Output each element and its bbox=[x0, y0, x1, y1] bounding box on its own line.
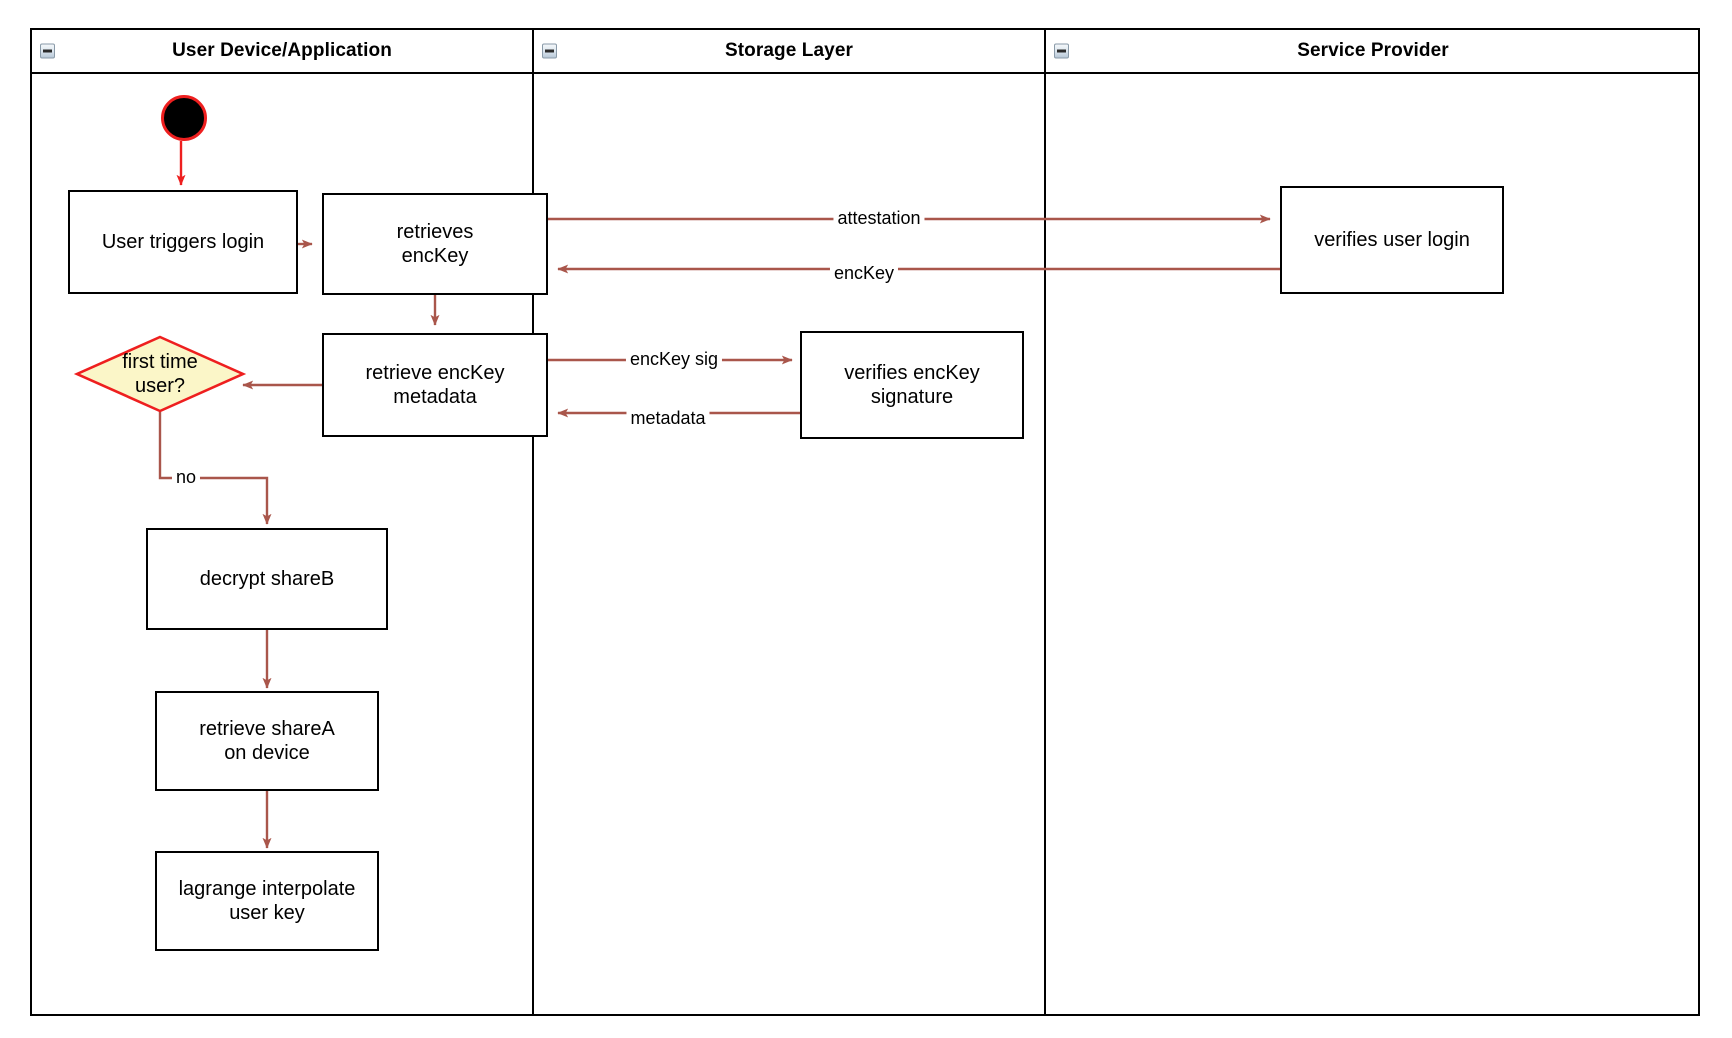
swimlane-title-service-provider: Service Provider bbox=[1297, 40, 1449, 61]
activity-decrypt-shareb[interactable]: decrypt shareB bbox=[146, 528, 388, 630]
collapse-minus-icon[interactable] bbox=[542, 43, 557, 59]
swimlane-storage: Storage Layer bbox=[532, 30, 1044, 1014]
activity-verifies-user-login[interactable]: verifies user login bbox=[1280, 186, 1504, 294]
swimlane-service-provider: Service Provider bbox=[1044, 30, 1700, 1014]
activity-user-triggers-login[interactable]: User triggers login bbox=[68, 190, 298, 294]
edge-label-attestation: attestation bbox=[833, 208, 925, 230]
swimlane-header-service-provider: Service Provider bbox=[1046, 30, 1700, 74]
activity-retrieve-enckey-metadata[interactable]: retrieve encKey metadata bbox=[322, 333, 548, 437]
edge-label-metadata: metadata bbox=[626, 408, 710, 430]
swimlane-user-device: User Device/Application bbox=[32, 30, 532, 1014]
activity-retrieves-enckey[interactable]: retrieves encKey bbox=[322, 193, 548, 295]
edge-label-no: no bbox=[171, 467, 201, 489]
swimlane-pool: User Device/Application Storage Layer Se… bbox=[30, 28, 1700, 1016]
edge-label-enckey: encKey bbox=[829, 263, 899, 285]
swimlane-header-user-device: User Device/Application bbox=[32, 30, 532, 74]
swimlane-title-user-device: User Device/Application bbox=[172, 40, 392, 61]
decision-first-time-user[interactable]: first time user? bbox=[73, 335, 247, 413]
swimlane-title-storage: Storage Layer bbox=[724, 40, 854, 61]
decision-diamond-shape bbox=[73, 335, 247, 413]
decision-label: first time user? bbox=[122, 351, 198, 397]
activity-verifies-enckey-signature[interactable]: verifies encKey signature bbox=[800, 331, 1024, 439]
swimlane-header-storage: Storage Layer bbox=[534, 30, 1044, 74]
initial-node[interactable] bbox=[161, 95, 207, 141]
collapse-minus-icon[interactable] bbox=[1054, 43, 1069, 59]
activity-retrieve-sharea-on-device[interactable]: retrieve shareA on device bbox=[155, 691, 379, 791]
activity-lagrange-interpolate-user-key[interactable]: lagrange interpolate user key bbox=[155, 851, 379, 951]
edge-label-enckey-sig: encKey sig bbox=[625, 349, 723, 371]
collapse-minus-icon[interactable] bbox=[40, 43, 55, 59]
